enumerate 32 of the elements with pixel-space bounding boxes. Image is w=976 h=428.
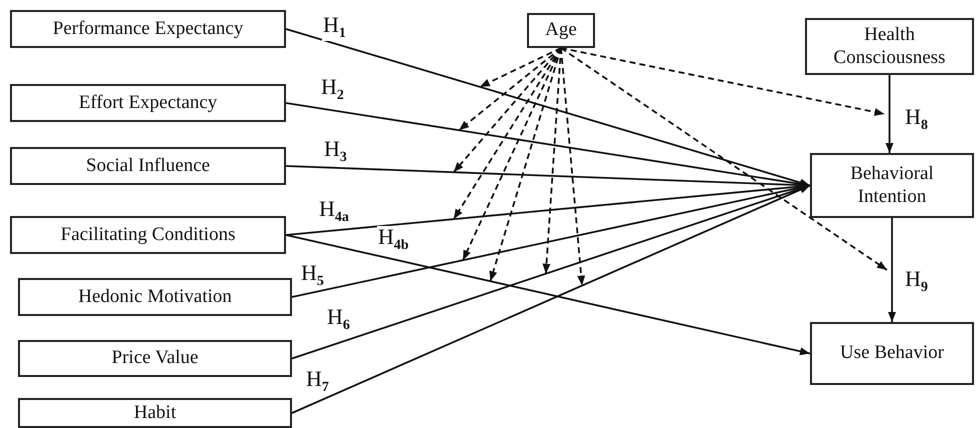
dashed-arrow — [560, 47, 888, 271]
construct-box — [10, 216, 286, 254]
arrow — [292, 184, 810, 414]
construct-label: Age — [545, 19, 577, 42]
construct-label: Performance Expectancy — [52, 18, 244, 40]
construct-label: Price Value — [112, 347, 198, 370]
construct-box — [18, 398, 292, 428]
dashed-arrow — [479, 47, 562, 88]
construct-label: Effort Expectancy — [78, 92, 218, 114]
construct-box — [810, 322, 974, 385]
construct-box — [527, 13, 595, 48]
arrow — [286, 234, 810, 356]
construct-box — [810, 153, 974, 218]
construct-label: Facilitating Conditions — [60, 224, 236, 246]
construct-box — [10, 147, 286, 185]
construct-label: Behavioral Intention — [849, 162, 935, 208]
construct-box — [10, 10, 286, 48]
construct-box — [18, 340, 292, 377]
construct-label: Habit — [134, 402, 176, 424]
arrow — [886, 75, 894, 153]
construct-label: Health Consciousness — [832, 24, 946, 70]
construct-box — [10, 84, 286, 122]
construct-label: Hedonic Motivation — [78, 286, 232, 308]
arrow — [292, 184, 810, 360]
construct-label: Social Influence — [86, 154, 210, 178]
construct-box — [18, 278, 292, 316]
dashed-arrow — [560, 47, 885, 116]
dashed-arrow — [560, 48, 586, 286]
arrow — [286, 28, 810, 186]
arrow — [888, 218, 896, 322]
construct-label: Use Behavior — [840, 342, 944, 365]
construct-box — [805, 18, 974, 75]
